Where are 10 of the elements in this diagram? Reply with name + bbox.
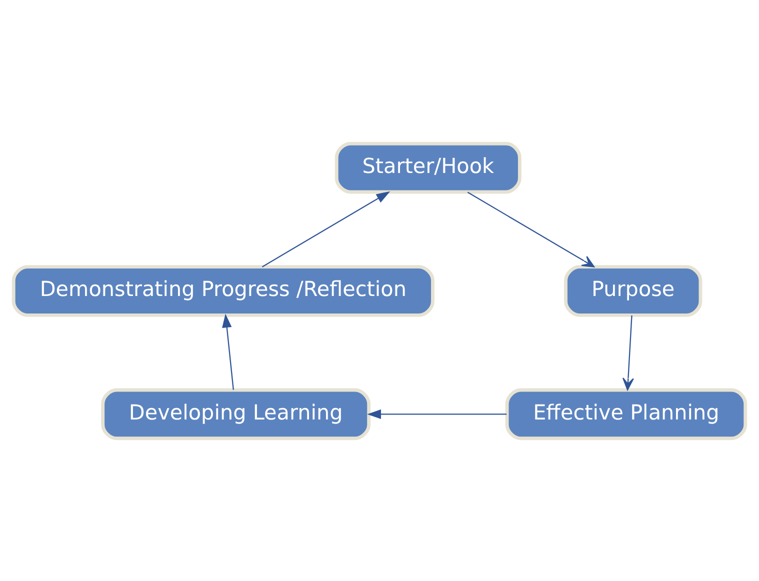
arrow [222, 313, 234, 390]
node-box: Effective Planning [505, 388, 748, 440]
node-box: Starter/Hook [334, 141, 522, 194]
node-box: Developing Learning [101, 388, 371, 440]
arrow [367, 408, 507, 419]
node-box: Demonstrating Progress /Reflection [12, 264, 434, 316]
arrow [467, 191, 595, 267]
arrow [262, 190, 390, 267]
node-box: Purpose [564, 264, 702, 316]
arrow [622, 314, 634, 390]
